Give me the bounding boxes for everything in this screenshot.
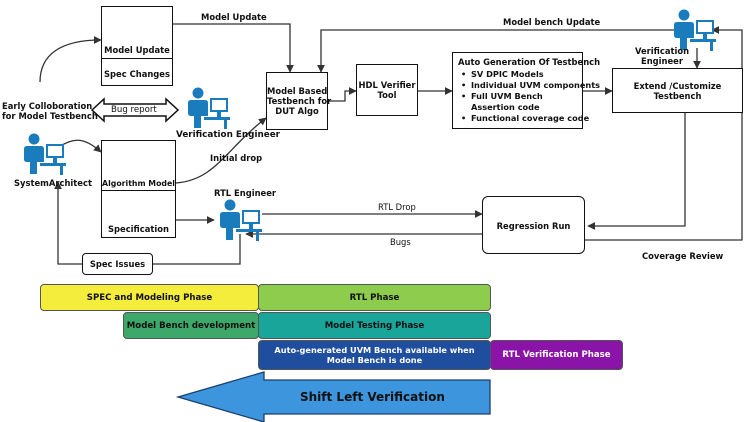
coverage-review-label: Coverage Review — [642, 251, 724, 261]
regression-run-label: Regression Run — [496, 221, 571, 231]
arrow-coverage-review — [584, 26, 743, 241]
model-update-box: Model Update Spec Changes — [101, 6, 173, 86]
algorithm-model-label: Algorithm Model — [102, 179, 175, 188]
hdl-verifier-box: HDL Verifier Tool — [356, 64, 418, 116]
algo-spec-box: Algorithm Model Specification — [101, 140, 176, 238]
rtl-engineer-label: RTL Engineer — [214, 188, 277, 198]
arrow-model-update — [172, 23, 294, 73]
system-architect-person-icon — [24, 133, 66, 175]
arrow-spec-issues-to-architect — [54, 181, 82, 265]
model-update-arrow-label: Model Update — [201, 12, 267, 22]
model-update-divider — [101, 58, 173, 59]
shift-left-label: Shift Left Verification — [300, 390, 445, 404]
arrow-rtl-to-spec-issues — [153, 234, 241, 265]
spec-issues-label: Spec Issues — [89, 259, 146, 269]
system-architect-label: SystemArchitect — [14, 178, 92, 188]
bugs-label: Bugs — [390, 237, 411, 247]
auto-gen-item-assertion: Assertion code — [471, 102, 540, 112]
arrow-model-bench-update — [317, 29, 676, 73]
verification-engineer-top-person-icon — [674, 9, 716, 51]
spec-changes-label: Spec Changes — [104, 69, 170, 79]
phase-spec-modeling: SPEC and Modeling Phase — [40, 284, 259, 311]
phase-rtl-verification: RTL Verification Phase — [490, 340, 623, 370]
model-based-testbench-box: Model Based Testbench for DUT Algo — [266, 72, 332, 130]
auto-gen-item-sv-dpic: •SV DPIC Models — [461, 69, 544, 79]
shift-left-arrow-shape — [175, 371, 491, 422]
verification-engineer-mid-label: Verification Engineer — [176, 130, 281, 140]
phase-rtl: RTL Phase — [258, 284, 491, 311]
auto-generation-box: Auto Generation Of Testbench •SV DPIC Mo… — [452, 52, 600, 129]
model-based-testbench-label: Model Based Testbench for DUT Algo — [267, 86, 332, 116]
spec-issues-box: Spec Issues — [82, 253, 153, 275]
arrow-architect-to-model-update — [39, 36, 102, 83]
verification-engineer-top-label: Verification Engineer — [634, 46, 690, 66]
rtl-drop-label: RTL Drop — [378, 202, 416, 212]
arrow-extend-to-regression — [587, 113, 686, 230]
auto-generation-list: •SV DPIC Models •Individual UVM componen… — [461, 69, 600, 124]
regression-run-box: Regression Run — [482, 196, 585, 254]
specification-label: Specification — [108, 224, 169, 234]
hdl-verifier-label: HDL Verifier Tool — [358, 80, 416, 100]
arrow-initial-drop — [175, 117, 267, 184]
auto-gen-item-full-uvm: •Full UVM Bench — [461, 91, 543, 101]
initial-drop-label: Initial drop — [210, 153, 263, 163]
phase-auto-uvm-bench: Auto-generated UVM Bench available when … — [258, 340, 491, 370]
extend-customize-label: Extend /Customize Testbench — [633, 81, 722, 101]
arrow-architect-to-algo — [61, 139, 102, 153]
early-collaboration-label: Early Colloboration for Model Testbench — [2, 101, 98, 121]
bug-report-arrow-shape — [90, 97, 180, 123]
arrow-mbt-to-hdl — [327, 87, 357, 102]
extend-customize-box: Extend /Customize Testbench — [612, 68, 743, 113]
auto-gen-item-coverage: •Functional coverage code — [461, 113, 590, 123]
auto-gen-item-uvm-components: •Individual UVM components — [461, 80, 601, 90]
model-update-title: Model Update — [104, 45, 170, 55]
rtl-engineer-person-icon — [220, 199, 262, 241]
bug-report-label: Bug report — [111, 105, 157, 115]
phase-model-testing: Model Testing Phase — [258, 312, 491, 339]
model-bench-update-label: Model bench Update — [503, 17, 601, 27]
algo-spec-divider — [101, 190, 176, 191]
verification-engineer-mid-person-icon — [188, 87, 230, 129]
phase-model-bench-dev: Model Bench development — [123, 312, 259, 339]
auto-generation-title: Auto Generation Of Testbench — [458, 57, 601, 67]
